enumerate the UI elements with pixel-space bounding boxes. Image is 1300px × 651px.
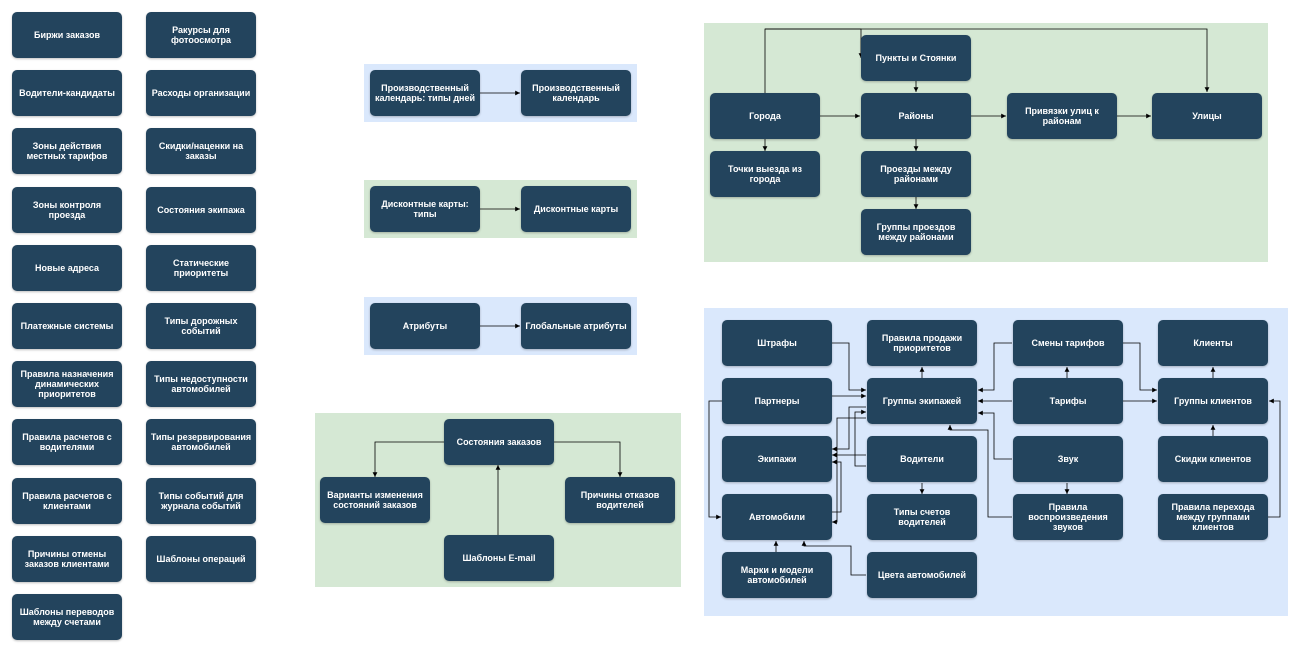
client-discounts-node[interactable]: Скидки клиентов (1158, 436, 1268, 482)
edge-crewgroups-crews (832, 406, 866, 452)
edge-tariffchanges-clientgroups (1123, 342, 1157, 393)
tariffs-node[interactable]: Тарифы (1013, 378, 1123, 424)
driver-accounts-node[interactable]: Типы счетов водителей (867, 494, 977, 540)
edge-cities-points (764, 28, 864, 93)
car-models-node[interactable]: Марки и модели автомобилей (722, 552, 832, 598)
edge-drivers-crewgroups (854, 409, 866, 467)
sound-node[interactable]: Звук (1013, 436, 1123, 482)
points-node[interactable]: Пункты и Стоянки (861, 35, 971, 81)
priority-rules-node[interactable]: Правила продажи приоритетов (867, 320, 977, 366)
edge-states-variants (372, 441, 444, 477)
sound-rules-node[interactable]: Правила воспроизведения звуков (1013, 494, 1123, 540)
order-variants-node[interactable]: Варианты изменения состояний заказов (320, 477, 430, 523)
standalone-node[interactable]: Правила расчетов с клиентами (12, 477, 122, 524)
fines-node[interactable]: Штрафы (722, 320, 832, 366)
edge-states-reasons (554, 441, 623, 477)
standalone-node[interactable]: Правила назначения динамических приорите… (12, 361, 122, 408)
car-colors-node[interactable]: Цвета автомобилей (867, 552, 977, 598)
edge-tariffchanges-crewgroups (978, 342, 1012, 393)
group-rules-node[interactable]: Правила перехода между группами клиентов (1158, 494, 1268, 540)
standalone-node[interactable]: Типы резервирования автомобилей (146, 419, 256, 466)
standalone-node[interactable]: Шаблоны переводов между счетами (12, 594, 122, 640)
street-bindings-node[interactable]: Привязки улиц к районам (1007, 93, 1117, 139)
standalone-node[interactable]: Типы событий для журнала событий (146, 477, 256, 524)
cities-node[interactable]: Города (710, 93, 820, 139)
edge-cities-streets (765, 28, 1210, 92)
crew-groups-node[interactable]: Группы экипажей (867, 378, 977, 424)
standalone-node[interactable]: Зоны действия местных тарифов (12, 128, 122, 175)
standalone-node[interactable]: Платежные системы (12, 303, 122, 349)
standalone-node[interactable]: Ракурсы для фотоосмотра (146, 12, 256, 58)
global-attributes-node[interactable]: Глобальные атрибуты (521, 303, 631, 349)
standalone-node[interactable]: Биржи заказов (12, 12, 122, 58)
driver-refusal-reasons-node[interactable]: Причины отказов водителей (565, 477, 675, 523)
discount-cards-node[interactable]: Дисконтные карты (521, 186, 631, 232)
districts-node[interactable]: Районы (861, 93, 971, 139)
streets-node[interactable]: Улицы (1152, 93, 1262, 139)
order-states-node[interactable]: Состояния заказов (444, 419, 554, 465)
edge-crewgroups-cars (832, 417, 866, 525)
calendar-types-node[interactable]: Производственный календарь: типы дней (370, 70, 480, 116)
edge-cars-crews (831, 459, 842, 513)
standalone-node[interactable]: Скидки/наценки на заказы (146, 128, 256, 175)
discount-types-node[interactable]: Дисконтные карты: типы (370, 186, 480, 232)
drivers-node[interactable]: Водители (867, 436, 977, 482)
edge-colors-cars (801, 541, 866, 576)
edge-fines-crewgroups (831, 342, 866, 393)
standalone-node[interactable]: Состояния экипажа (146, 186, 256, 233)
tariff-changes-node[interactable]: Смены тарифов (1013, 320, 1123, 366)
client-groups-node[interactable]: Группы клиентов (1158, 378, 1268, 424)
standalone-node[interactable]: Типы дорожных событий (146, 303, 256, 349)
standalone-node[interactable]: Статические приоритеты (146, 244, 256, 291)
city-exits-node[interactable]: Точки выезда из города (710, 151, 820, 197)
partners-node[interactable]: Партнеры (722, 378, 832, 424)
edge-grouprules-clientgroups (1268, 398, 1281, 518)
standalone-node[interactable]: Типы недоступности автомобилей (146, 361, 256, 408)
standalone-node[interactable]: Шаблоны операций (146, 535, 256, 582)
passage-groups-node[interactable]: Группы проездов между районами (861, 209, 971, 255)
standalone-node[interactable]: Причины отмены заказов клиентами (12, 535, 122, 582)
cars-node[interactable]: Автомобили (722, 494, 832, 540)
group-geography (704, 23, 1268, 262)
passages-node[interactable]: Проезды между районами (861, 151, 971, 197)
edge-sound-crewgroups (978, 410, 1012, 460)
standalone-node[interactable]: Водители-кандидаты (12, 70, 122, 117)
email-templates-node[interactable]: Шаблоны E-mail (444, 535, 554, 581)
standalone-node[interactable]: Зоны контроля проезда (12, 186, 122, 233)
crews-node[interactable]: Экипажи (722, 436, 832, 482)
calendar-node[interactable]: Производственный календарь (521, 70, 631, 116)
standalone-node[interactable]: Новые адреса (12, 244, 122, 291)
clients-node[interactable]: Клиенты (1158, 320, 1268, 366)
edge-partners-cars (708, 400, 722, 520)
edge-soundrules-crewgroups (947, 425, 1012, 518)
standalone-node[interactable]: Правила расчетов с водителями (12, 419, 122, 466)
attributes-node[interactable]: Атрибуты (370, 303, 480, 349)
standalone-node[interactable]: Расходы организации (146, 70, 256, 117)
